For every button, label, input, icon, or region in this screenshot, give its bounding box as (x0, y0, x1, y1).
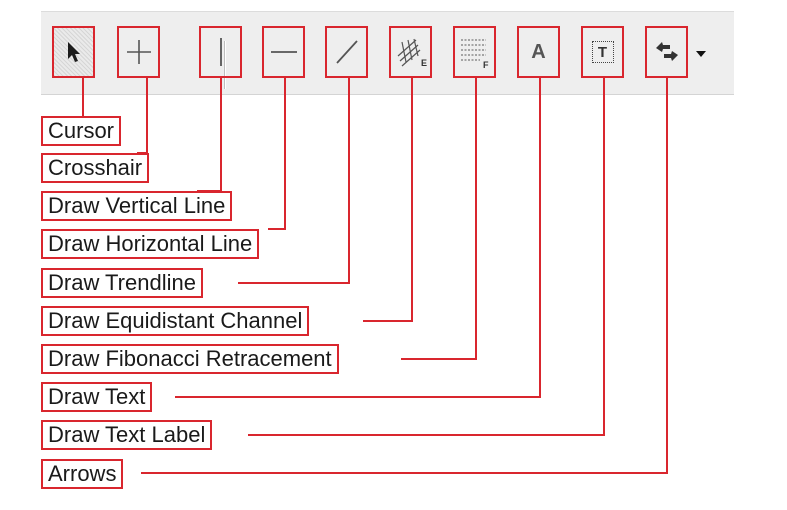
leader-text-label (248, 78, 605, 436)
leader-equidistant-channel (363, 78, 413, 322)
text-label-tool-button[interactable]: T (581, 26, 624, 78)
leader-fibonacci-retracement (401, 78, 477, 360)
crosshair-tool-button[interactable] (117, 26, 160, 78)
label-arrows: Arrows (41, 459, 124, 489)
leader-arrows (141, 78, 668, 474)
label-draw-text-label: Draw Text Label (41, 420, 213, 450)
horizontal-line-tool-button[interactable] (262, 26, 305, 78)
fibonacci-retracement-tool-button[interactable]: F (453, 26, 496, 78)
text-label-glyph: T (597, 43, 608, 61)
fibonacci-retracement-icon: F (460, 39, 489, 69)
label-crosshair: Crosshair (41, 153, 150, 183)
vertical-line-icon (219, 38, 222, 66)
leader-horizontal-line (268, 78, 286, 230)
text-icon: A (531, 40, 546, 63)
cursor-tool-button[interactable] (52, 26, 95, 78)
label-draw-equidistant-channel: Draw Equidistant Channel (41, 306, 310, 336)
fibonacci-badge: F (483, 60, 489, 69)
trendline-tool-button[interactable] (325, 26, 368, 78)
equidistant-channel-icon: E (397, 38, 427, 68)
toolbar-separator (224, 41, 225, 89)
label-draw-trendline: Draw Trendline (41, 268, 203, 298)
tools-dropdown-button[interactable] (694, 48, 708, 60)
label-draw-vertical-line: Draw Vertical Line (41, 191, 233, 221)
text-tool-button[interactable]: A (517, 26, 560, 78)
channel-badge: E (421, 58, 427, 68)
caret-down-icon (696, 51, 706, 57)
vertical-line-tool-button[interactable] (199, 26, 242, 78)
label-draw-fibonacci-retracement: Draw Fibonacci Retracement (41, 344, 339, 374)
equidistant-channel-tool-button[interactable]: E (389, 26, 432, 78)
arrows-icon (655, 42, 678, 61)
text-label-icon: T (591, 41, 614, 63)
arrow-pointer-icon (67, 42, 80, 62)
label-cursor: Cursor (41, 116, 122, 146)
trendline-icon (335, 40, 358, 64)
crosshair-icon (126, 40, 151, 64)
label-draw-horizontal-line: Draw Horizontal Line (41, 229, 260, 259)
arrows-tool-button[interactable] (645, 26, 688, 78)
horizontal-line-icon (270, 51, 297, 53)
label-draw-text: Draw Text (41, 382, 153, 412)
